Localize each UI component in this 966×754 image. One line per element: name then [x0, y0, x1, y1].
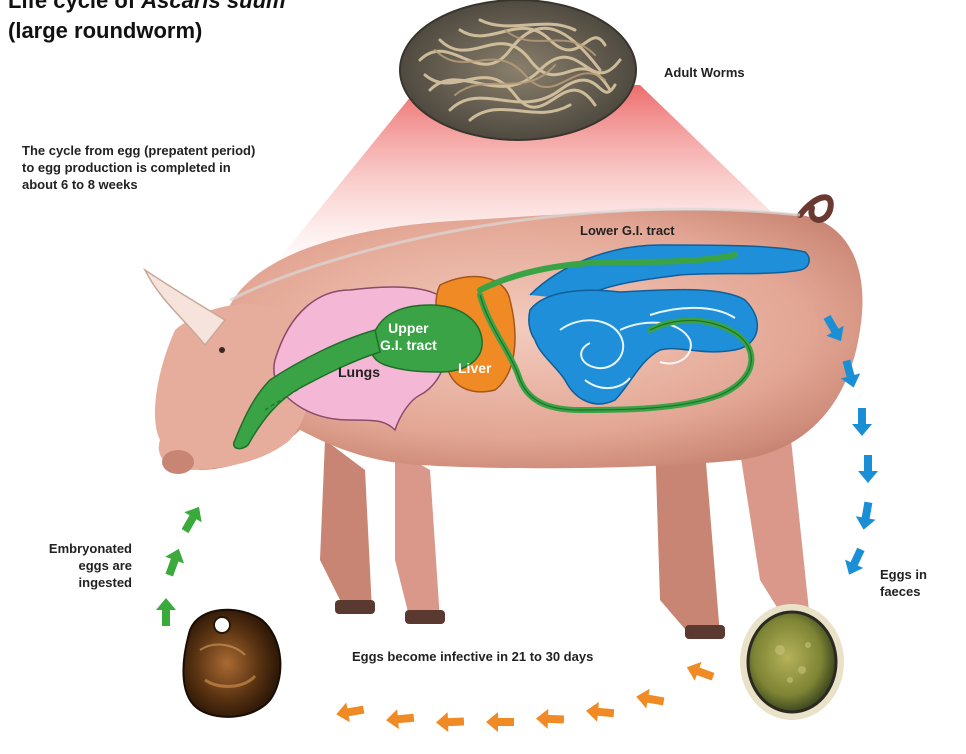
label-adult-worms: Adult Worms — [664, 64, 745, 81]
green-arrows-ingested — [156, 502, 208, 626]
embryonated-line-2: eggs are — [20, 557, 132, 574]
eggs-in-faeces-line-2: faeces — [880, 583, 927, 600]
orange-arrow — [334, 700, 365, 725]
eggs-in-faeces-line-1: Eggs in — [880, 566, 927, 583]
orange-arrows-infective — [334, 658, 716, 733]
blue-arrow — [852, 408, 872, 436]
label-cycle-duration: The cycle from egg (prepatent period) to… — [22, 142, 255, 193]
cycle-line-2: to egg production is completed in — [22, 159, 255, 176]
embryonated-line-1: Embryonated — [20, 540, 132, 557]
label-liver: Liver — [458, 360, 491, 377]
orange-arrow — [385, 708, 415, 730]
label-lungs: Lungs — [338, 364, 380, 381]
label-embryonated-eggs: Embryonated eggs are ingested — [20, 540, 132, 591]
green-arrow — [176, 502, 207, 536]
blue-arrow — [854, 500, 879, 531]
egg-in-faeces-image — [740, 604, 844, 720]
embryonated-line-3: ingested — [20, 574, 132, 591]
orange-arrow — [536, 709, 565, 730]
blue-arrow — [840, 545, 870, 579]
label-lower-gi: Lower G.I. tract — [580, 222, 675, 239]
orange-arrow — [585, 701, 615, 723]
orange-arrow — [634, 687, 665, 712]
orange-arrow — [683, 658, 716, 686]
orange-arrow — [436, 712, 465, 733]
cycle-line-3: about 6 to 8 weeks — [22, 176, 255, 193]
green-arrow — [160, 545, 188, 578]
cycle-line-1: The cycle from egg (prepatent period) — [22, 142, 255, 159]
blue-arrow — [858, 455, 878, 483]
label-upper-gi: Upper G.I. tract — [380, 320, 437, 354]
upper-gi-line-1: Upper — [380, 320, 437, 337]
label-eggs-in-faeces: Eggs in faeces — [880, 566, 927, 600]
green-arrow — [156, 598, 176, 626]
orange-arrow — [486, 712, 514, 732]
adult-worms-image — [400, 0, 636, 140]
label-infective-period: Eggs become infective in 21 to 30 days — [352, 648, 593, 665]
embryonated-egg-image — [183, 610, 280, 717]
upper-gi-line-2: G.I. tract — [380, 337, 437, 354]
